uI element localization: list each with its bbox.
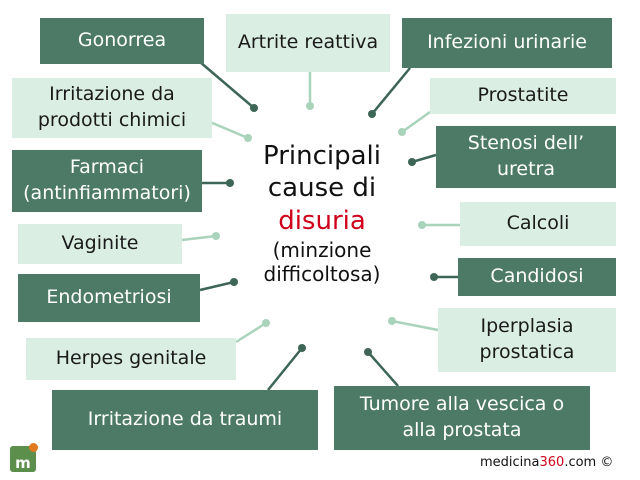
cause-vaginite: Vaginite (18, 224, 182, 264)
cause-irritazione-chimici: Irritazione da prodotti chimici (12, 78, 212, 138)
subtitle-line-2: difficoltosa) (263, 262, 381, 286)
cause-calcoli: Calcoli (460, 202, 616, 246)
logo-letter: m (15, 454, 31, 472)
cause-stenosi-uretra: Stenosi dell’ uretra (436, 126, 616, 188)
cause-tumore-vescica-prostata: Tumore alla vescica o alla prostata (334, 386, 590, 450)
cause-gonorrea: Gonorrea (40, 18, 204, 64)
diagram-title: Principali cause di disuria (minzione di… (236, 140, 408, 286)
credit-suffix: .com © (564, 455, 614, 470)
credit-number: 360 (539, 455, 565, 470)
cause-irritazione-traumi: Irritazione da traumi (52, 390, 318, 450)
site-credit: medicina360.com © (480, 455, 613, 470)
credit-prefix: medicina (480, 455, 540, 470)
cause-herpes-genitale: Herpes genitale (26, 338, 236, 380)
cause-infezioni-urinarie: Infezioni urinarie (402, 18, 612, 68)
cause-iperplasia-prostatica: Iperplasia prostatica (438, 308, 616, 372)
cause-prostatite: Prostatite (430, 78, 616, 114)
cause-artrite-reattiva: Artrite reattiva (226, 14, 390, 72)
title-line-1: Principali (262, 141, 381, 171)
cause-farmaci: Farmaci (antinfiammatori) (12, 150, 202, 212)
title-highlight: disuria (278, 206, 366, 236)
medicina360-logo-icon: m (10, 443, 38, 472)
cause-endometriosi: Endometriosi (18, 274, 200, 322)
cause-candidosi: Candidosi (458, 258, 616, 296)
logo-dot (29, 443, 38, 452)
title-line-2: cause di (267, 173, 377, 203)
subtitle-line-1: (minzione (272, 238, 372, 262)
